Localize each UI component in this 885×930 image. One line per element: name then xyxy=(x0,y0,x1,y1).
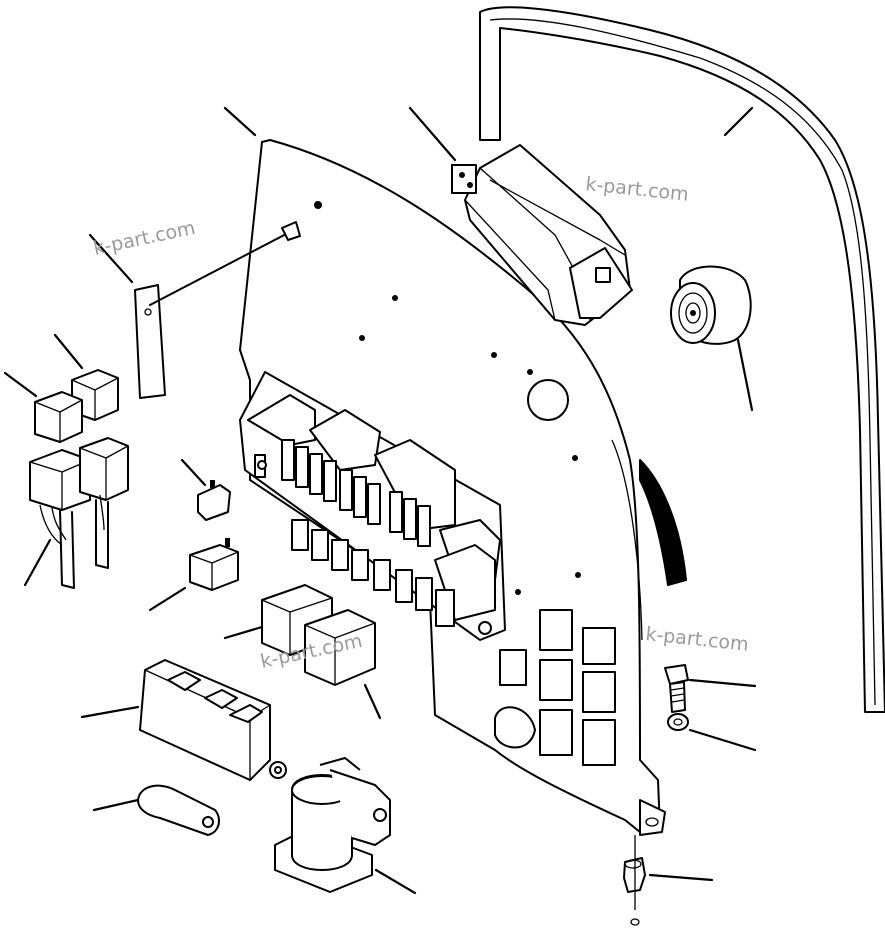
nut xyxy=(623,835,646,926)
leader-line xyxy=(736,338,754,412)
leader-lines xyxy=(3,106,757,895)
watermark: k-part.com xyxy=(644,623,749,656)
diode-connector xyxy=(137,784,221,836)
relay-sockets xyxy=(29,437,129,589)
leader-line xyxy=(148,586,187,612)
bolt xyxy=(664,664,689,713)
leader-line xyxy=(88,233,134,284)
fuse-relay-board xyxy=(239,371,506,641)
relay-upper-pair xyxy=(34,369,119,443)
relay-large-pair xyxy=(261,584,376,686)
leader-line xyxy=(3,371,38,398)
fuse-row-upper xyxy=(281,439,431,547)
leader-line xyxy=(92,798,140,812)
leader-line xyxy=(688,728,757,752)
leader-line xyxy=(23,538,52,587)
capacitor xyxy=(274,757,391,893)
leader-line xyxy=(53,333,84,370)
fuse-row-lower xyxy=(291,519,455,627)
leader-line xyxy=(223,106,257,137)
small-fuse xyxy=(197,480,231,521)
window-seal xyxy=(479,6,885,713)
buzzer xyxy=(670,265,752,345)
mounting-strip xyxy=(134,221,301,399)
washer xyxy=(667,713,689,731)
leader-line xyxy=(723,106,754,137)
leader-line xyxy=(374,868,417,895)
leader-line xyxy=(180,458,207,487)
leader-line xyxy=(408,106,457,162)
small-relay xyxy=(189,538,239,591)
leader-line xyxy=(648,873,714,882)
controller-unit xyxy=(451,144,633,326)
watermark: k-part.com xyxy=(584,173,689,206)
leader-line xyxy=(80,705,140,719)
leader-line xyxy=(223,625,264,640)
leader-line xyxy=(688,678,757,688)
watermark: k-part.com xyxy=(91,217,197,260)
terminal-block xyxy=(139,659,287,781)
leader-line xyxy=(363,683,382,720)
